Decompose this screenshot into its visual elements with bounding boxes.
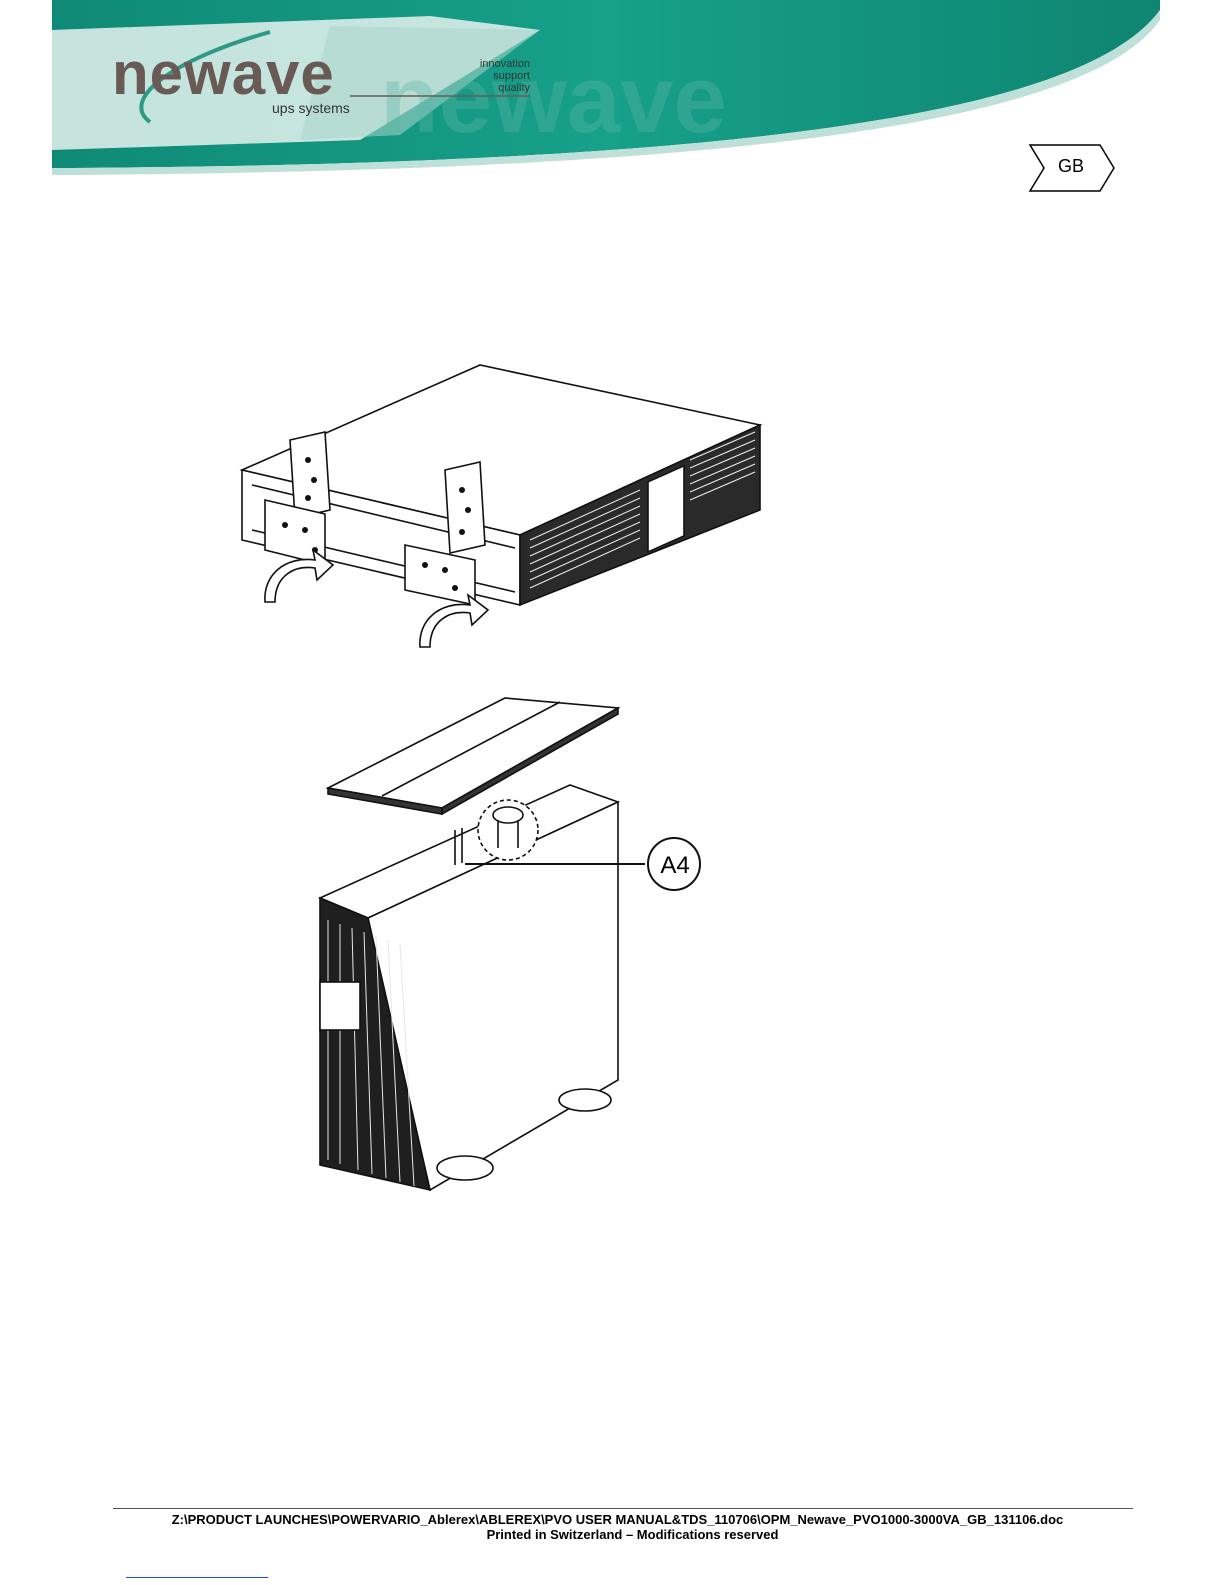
footer-divider — [113, 1508, 1133, 1509]
logo-wordmark: newave — [112, 44, 335, 104]
language-badge: GB — [1050, 156, 1092, 177]
tagline-line: innovation — [455, 58, 530, 70]
tower-ups-illustration — [300, 690, 720, 1200]
footer-link-underline — [126, 1577, 268, 1578]
footer-file-path: Z:\PRODUCT LAUNCHES\POWERVARIO_Ablerex\A… — [0, 1512, 1225, 1527]
footer-printed-note: Printed in Switzerland – Modifications r… — [0, 1527, 1225, 1542]
tagline: innovation support quality — [455, 58, 530, 94]
logo-watermark: newave — [380, 46, 727, 153]
rack-ups-illustration — [230, 360, 770, 660]
tagline-line: support — [455, 70, 530, 82]
tagline-line: quality — [455, 82, 530, 94]
logo-subtitle: ups systems — [272, 100, 350, 116]
callout-label: A4 — [649, 852, 701, 880]
